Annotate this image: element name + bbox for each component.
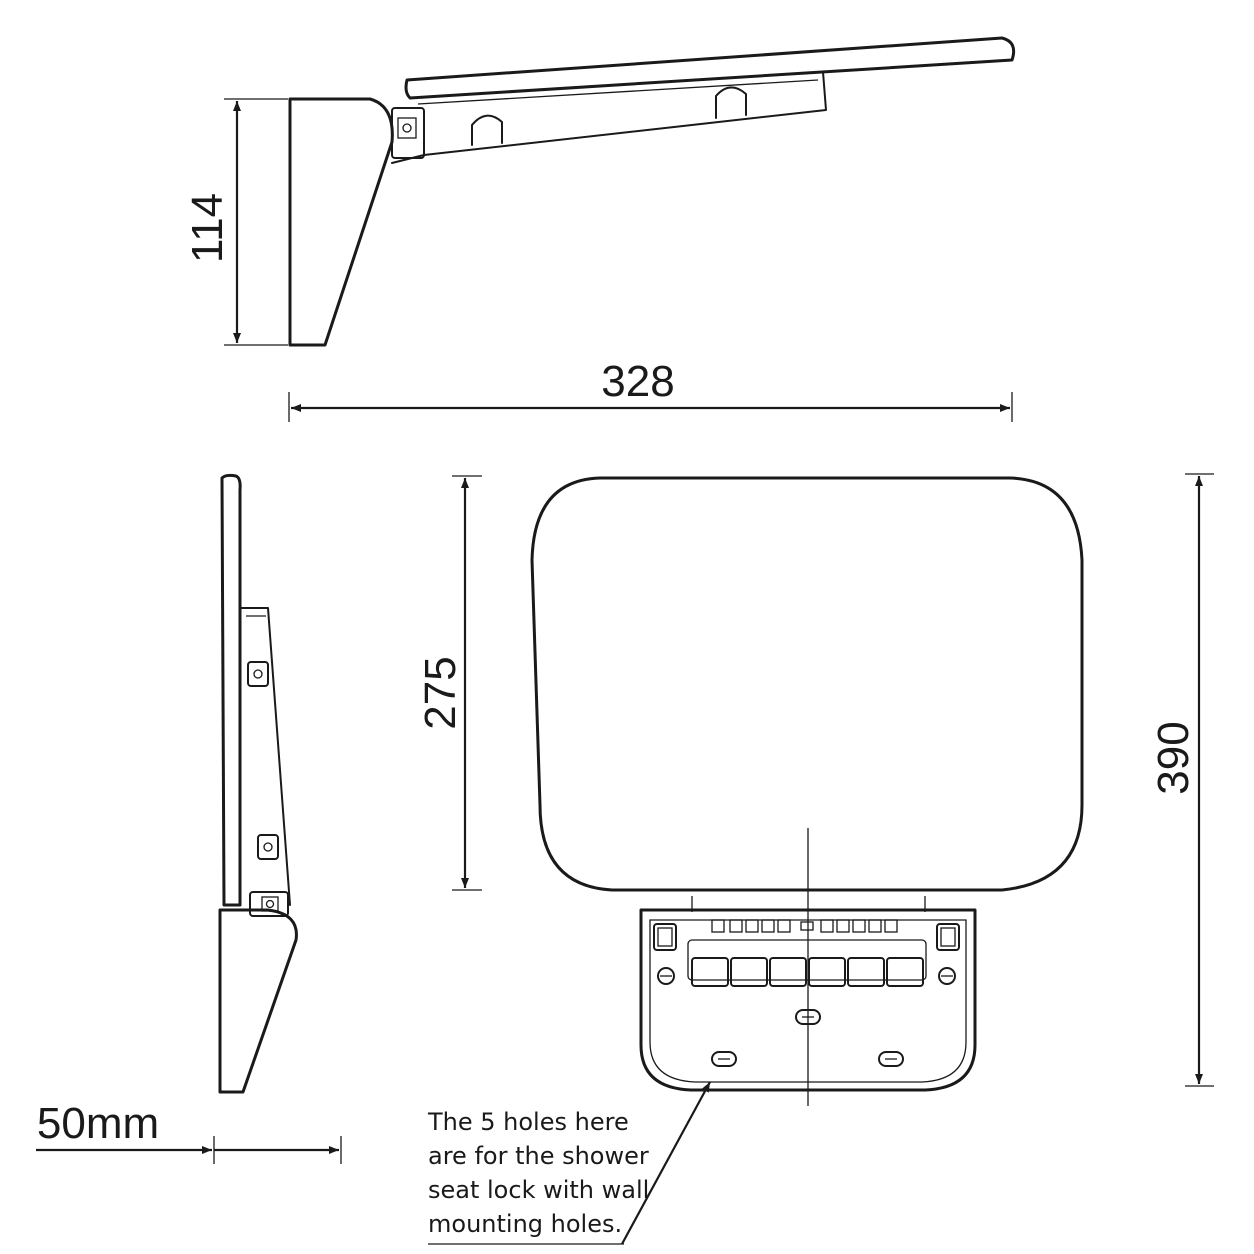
seat-outline-front-view bbox=[530, 476, 1084, 892]
dimension-275-label: 275 bbox=[416, 656, 465, 729]
side-view-unfolded bbox=[218, 473, 298, 1094]
mounting-bracket-front-view bbox=[639, 896, 977, 1092]
boss-top-view-1 bbox=[471, 114, 503, 146]
note-leader bbox=[428, 1081, 711, 1245]
screw-hole-left bbox=[657, 967, 675, 985]
slotted-hole-right bbox=[878, 1051, 904, 1067]
front-view bbox=[530, 476, 1084, 1106]
hinge-block-top-view bbox=[391, 107, 425, 159]
seat-frame-top-view bbox=[391, 71, 827, 164]
dimension-275: 275 bbox=[416, 475, 482, 891]
dimension-390-label: 390 bbox=[1149, 721, 1198, 794]
dimension-114-label: 114 bbox=[183, 193, 232, 263]
note-line-3: seat lock with wall bbox=[428, 1176, 649, 1204]
hinge-block-side-view bbox=[249, 891, 289, 917]
mounting-note: The 5 holes here are for the shower seat… bbox=[427, 1108, 649, 1238]
slot-row bbox=[691, 957, 924, 987]
dimension-328: 328 bbox=[288, 357, 1013, 422]
dimension-114: 114 bbox=[183, 98, 288, 346]
lug-side-view-1 bbox=[247, 661, 269, 687]
lug-side-view-2 bbox=[257, 834, 279, 860]
wall-bracket-top-view bbox=[288, 97, 394, 347]
seat-plate-top-view bbox=[404, 36, 1016, 100]
slotted-hole-left bbox=[711, 1051, 737, 1067]
dimension-328-label: 328 bbox=[601, 357, 674, 406]
screw-hole-right bbox=[938, 967, 956, 985]
hinge-teeth-row bbox=[711, 919, 898, 933]
note-line-1: The 5 holes here bbox=[427, 1108, 629, 1136]
note-line-2: are for the shower bbox=[428, 1142, 649, 1170]
seat-plate-side-view bbox=[220, 473, 242, 907]
dimension-50mm-label: 50mm bbox=[37, 1099, 159, 1148]
dimension-50mm: 50mm bbox=[36, 1099, 342, 1164]
wall-bracket-side-view bbox=[218, 908, 298, 1094]
boss-top-view-2 bbox=[715, 86, 747, 119]
note-line-4: mounting holes. bbox=[428, 1210, 622, 1238]
seat-frame-side-view bbox=[239, 607, 291, 906]
dimension-390: 390 bbox=[1149, 473, 1214, 1087]
corner-pad-left bbox=[653, 923, 677, 951]
corner-pad-right bbox=[936, 923, 960, 951]
slotted-hole-centre bbox=[795, 1009, 821, 1025]
side-elevation-folded bbox=[288, 36, 1016, 347]
